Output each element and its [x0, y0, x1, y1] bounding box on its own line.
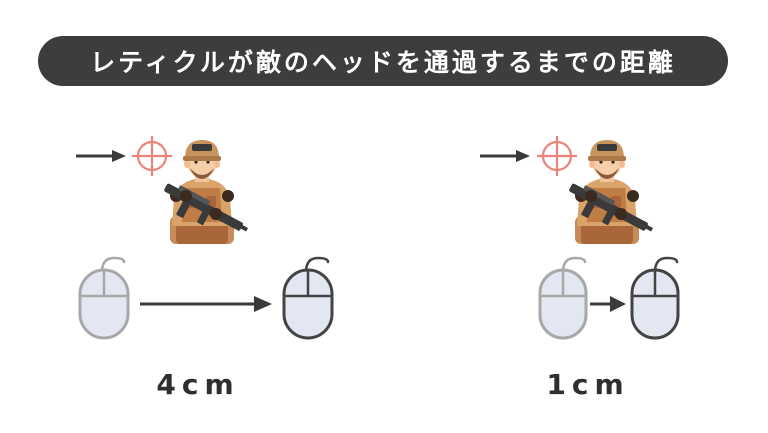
- movement-arrow-small-right: [480, 148, 530, 164]
- mouse-end-icon: [630, 256, 680, 340]
- reticle-icon: [537, 136, 577, 176]
- page-title: レティクルが敵のヘッドを通過するまでの距離: [90, 48, 676, 77]
- mouse-start-icon: [78, 256, 130, 340]
- mouse-travel-arrow-short: [590, 296, 626, 312]
- mouse-start-icon: [538, 256, 588, 340]
- mouse-travel-arrow-long: [140, 296, 272, 312]
- distance-label-right: 1cm: [546, 368, 630, 401]
- reticle-icon: [132, 136, 172, 176]
- distance-label-left: 4cm: [156, 368, 240, 401]
- title-banner: レティクルが敵のヘッドを通過するまでの距離: [38, 36, 728, 86]
- movement-arrow-small-left: [76, 148, 126, 164]
- right-panel: [480, 136, 680, 340]
- mouse-end-icon: [282, 256, 334, 340]
- left-panel: [76, 136, 334, 340]
